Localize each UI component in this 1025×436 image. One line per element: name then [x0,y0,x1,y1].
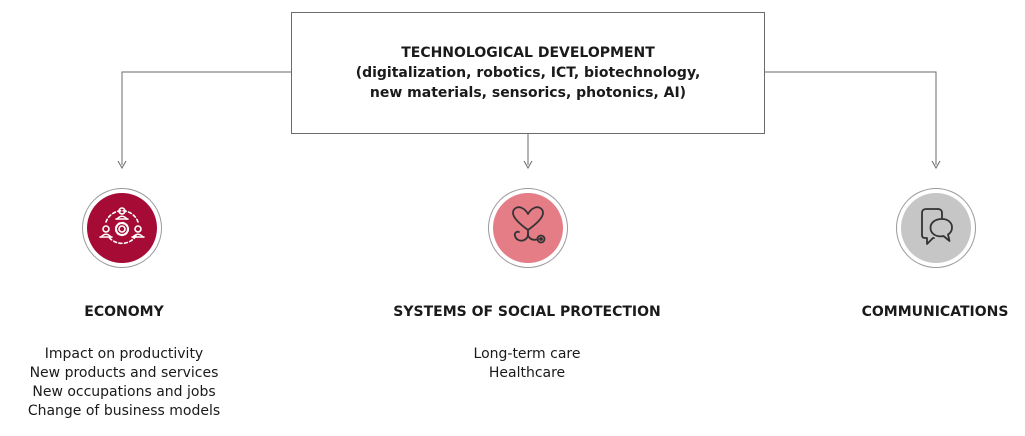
connector-right [765,71,937,165]
social-protection-icon-circle [488,188,568,268]
economy-title: ECONOMY [84,304,164,320]
list-item: Impact on productivity [44,346,204,362]
top-box-line-2: (digitalization, robotics, ICT, biotechn… [355,65,701,81]
social-protection-list: Long-term care Healthcare [474,345,581,383]
communications-icon-circle [896,188,976,268]
economy-list: Impact on productivity New products and … [28,345,220,421]
people-network-gear-icon [99,207,145,245]
list-item: Healthcare [488,365,566,381]
heart-stethoscope-icon [512,206,546,244]
social-protection-title: SYSTEMS OF SOCIAL PROTECTION [393,304,661,320]
communications-title: COMMUNICATIONS [861,304,1009,320]
economy-disc [87,193,157,263]
list-item: Long-term care [473,346,581,362]
connector-left [121,71,291,165]
communications-disc [901,193,971,263]
arrowhead-left [117,160,127,170]
list-item: Change of business models [27,403,221,419]
arrowhead-right [931,160,941,170]
chat-bubbles-icon [921,208,953,245]
top-box-title: TECHNOLOGICAL DEVELOPMENT [401,45,655,61]
economy-icon-circle [82,188,162,268]
social-protection-disc [493,193,563,263]
technological-development-box: TECHNOLOGICAL DEVELOPMENT (digitalizatio… [291,12,765,134]
list-item: New products and services [29,365,219,381]
arrowhead-center [523,160,533,170]
top-box-line-3: new materials, sensorics, photonics, AI) [369,85,687,101]
list-item: New occupations and jobs [32,384,216,400]
